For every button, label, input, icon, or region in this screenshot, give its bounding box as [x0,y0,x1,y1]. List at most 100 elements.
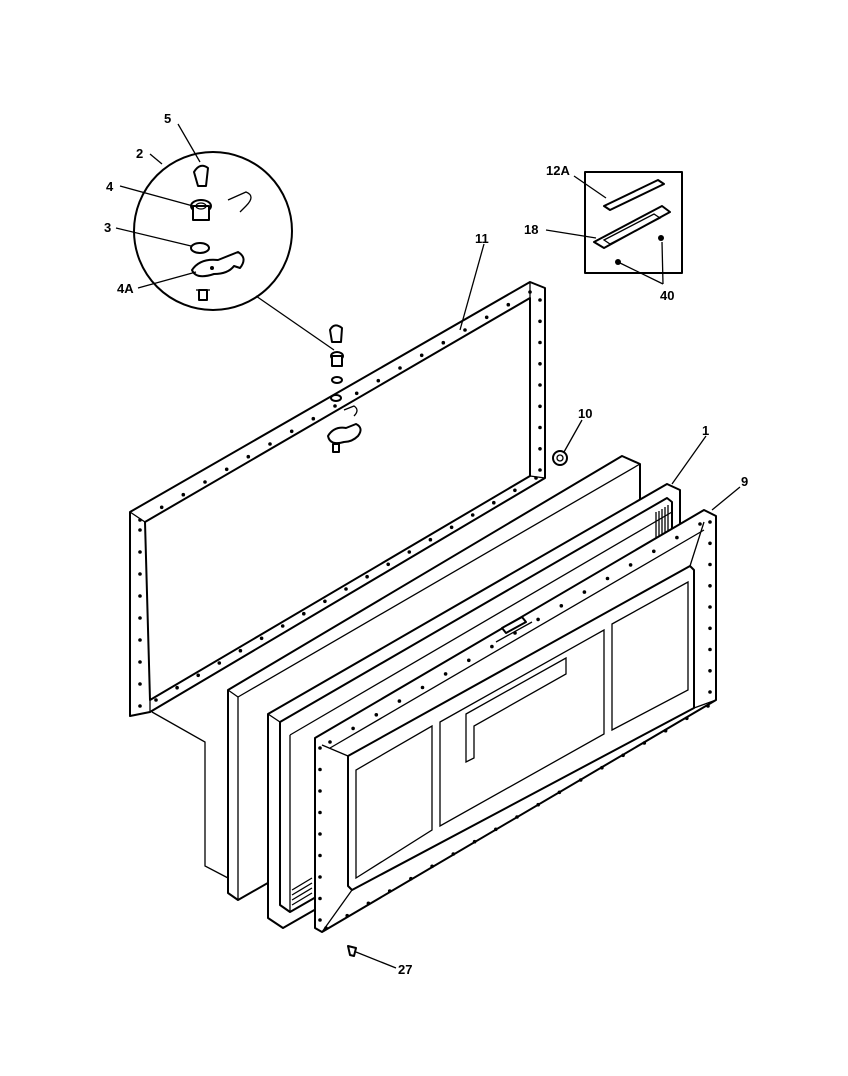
screw-hole [365,574,369,579]
part-40-fasteners [615,235,664,265]
screw-hole [600,765,604,770]
screw-hole [138,682,142,686]
leader-lines [115,123,741,969]
detail-leader-line [255,295,335,351]
screw-hole [318,789,322,793]
part-5-hinge-pin [193,164,209,187]
screw-hole [333,404,337,408]
callout-12a: 12A [546,163,570,178]
callout-11: 11 [475,231,489,246]
screw-hole [467,658,471,663]
screw-hole [506,302,511,307]
screw-hole [376,378,381,383]
screw-hole [685,716,689,721]
screw-hole [217,661,222,665]
screw-hole [534,476,538,480]
screw-hole [345,913,350,918]
screw-hole [302,611,306,616]
screw-hole [196,673,200,678]
screw-hole [538,298,542,302]
callout-18: 18 [524,222,538,237]
screw-hole [706,704,710,708]
screw-hole [344,587,348,591]
vent-grille-top [655,505,669,540]
screw-hole [628,563,633,567]
screw-hole [259,636,264,641]
part-9-outer-door-panel [314,509,717,933]
screw-hole [538,340,542,345]
screw-hole [513,631,517,635]
part-11-gasket-frame [129,281,546,717]
part-11-screw-holes [138,290,542,708]
screw-hole [621,753,625,758]
screw-hole [605,576,610,581]
hinge-clip [227,191,252,213]
screw-hole [472,839,477,844]
exploded-hinge-stack [327,324,362,453]
screw-hole [513,488,517,493]
screw-hole [354,391,359,396]
screw-hole [559,604,564,608]
screw-hole [663,728,668,733]
screw-hole [698,522,702,526]
vent-grille-bottom [291,877,313,906]
screw-hole [642,741,647,745]
screw-hole [451,852,456,856]
screw-hole [557,790,562,795]
detail-screw [196,289,210,301]
hinge-detail-circle [133,151,293,311]
screw-hole [138,594,142,598]
screw-hole [470,513,475,517]
screw-hole [538,383,542,387]
screw-hole [708,562,712,567]
screw-hole [528,290,532,294]
handle-inset-box [584,171,683,274]
screw-hole [708,647,712,652]
callout-labels: 5 2 4 3 4A 11 12A 18 40 10 1 9 27 [104,111,748,977]
screw-hole [318,746,322,750]
screw-hole [708,669,712,673]
callout-4a: 4A [117,281,134,296]
screw-hole [420,685,425,690]
screw-hole [318,810,322,815]
callout-10: 10 [578,406,592,421]
screw-hole [652,549,656,554]
screw-hole [538,468,542,472]
screw-hole [154,698,158,702]
screw-hole [324,926,328,930]
screw-hole [708,541,712,546]
callout-40: 40 [660,288,674,303]
screw-hole [238,648,243,653]
screw-hole [387,889,392,893]
screw-hole [449,525,454,530]
screw-hole [536,802,540,807]
screw-hole [443,672,448,676]
callout-2: 2 [136,146,143,161]
callout-9: 9 [741,474,748,489]
screw-hole [280,624,285,628]
screw-hole [138,528,142,532]
part-27-screw [347,945,357,957]
screw-hole [138,660,142,664]
screw-hole [246,454,251,459]
screw-hole [407,550,412,554]
screw-hole [289,429,294,434]
screw-hole [318,896,322,901]
screw-hole [538,425,542,430]
screw-hole [708,626,712,631]
hidden-liner-lines [151,711,229,879]
screw-hole [409,876,413,881]
part-4a-hinge-bracket [191,251,245,278]
callout-3: 3 [104,220,111,235]
screw-hole [578,778,583,782]
screw-hole [582,590,587,594]
door-window-panels [355,580,689,880]
screw-hole [311,416,316,421]
screw-hole [515,815,519,819]
screw-hole [484,315,489,320]
screw-hole [268,442,272,446]
screw-hole [318,853,322,858]
part-12a-label-strip [603,179,665,211]
screw-hole [328,740,332,744]
